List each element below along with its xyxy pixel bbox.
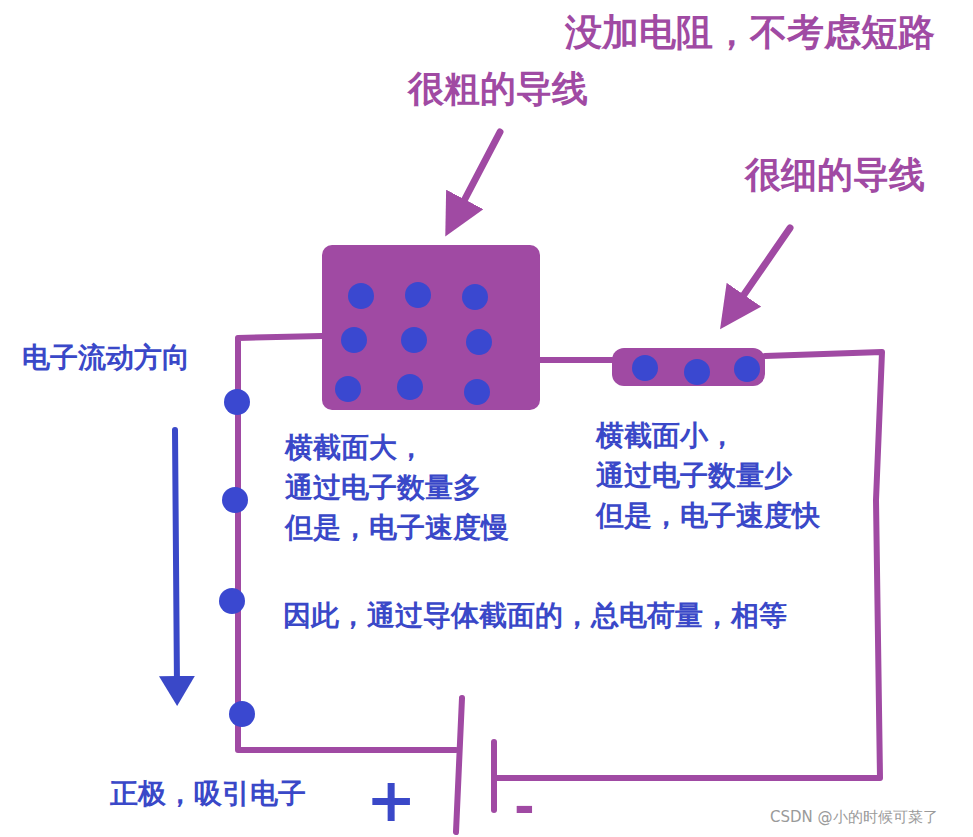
note-text: 横截面小， 通过电子数量少 但是，电子速度快 [596, 416, 828, 536]
thick-wire [322, 245, 540, 410]
leader-arrow [455, 132, 500, 218]
watermark: CSDN @小的时候可菜了 [770, 808, 938, 827]
polarity-sign: + [366, 770, 416, 830]
polarity-sign: - [514, 782, 535, 832]
note-text: 横截面大， 通过电子数量多 但是，电子速度慢 [285, 428, 517, 548]
flow-label: 电子流动方向 [22, 340, 190, 375]
callout-label: 很细的导线 [745, 152, 925, 197]
battery-positive-plate [456, 698, 462, 832]
conclusion-text: 因此，通过导体截面的，总电荷量，相等 [283, 598, 787, 633]
thin-wire [612, 348, 765, 386]
note-heading: 没加电阻，不考虑短路 [565, 10, 935, 56]
callout-label: 很粗的导线 [408, 66, 588, 111]
leader-arrow [732, 228, 790, 312]
terminal-label: 正极，吸引电子 [110, 776, 306, 811]
flow-arrow [175, 430, 177, 688]
battery-negative-plate [491, 742, 497, 810]
